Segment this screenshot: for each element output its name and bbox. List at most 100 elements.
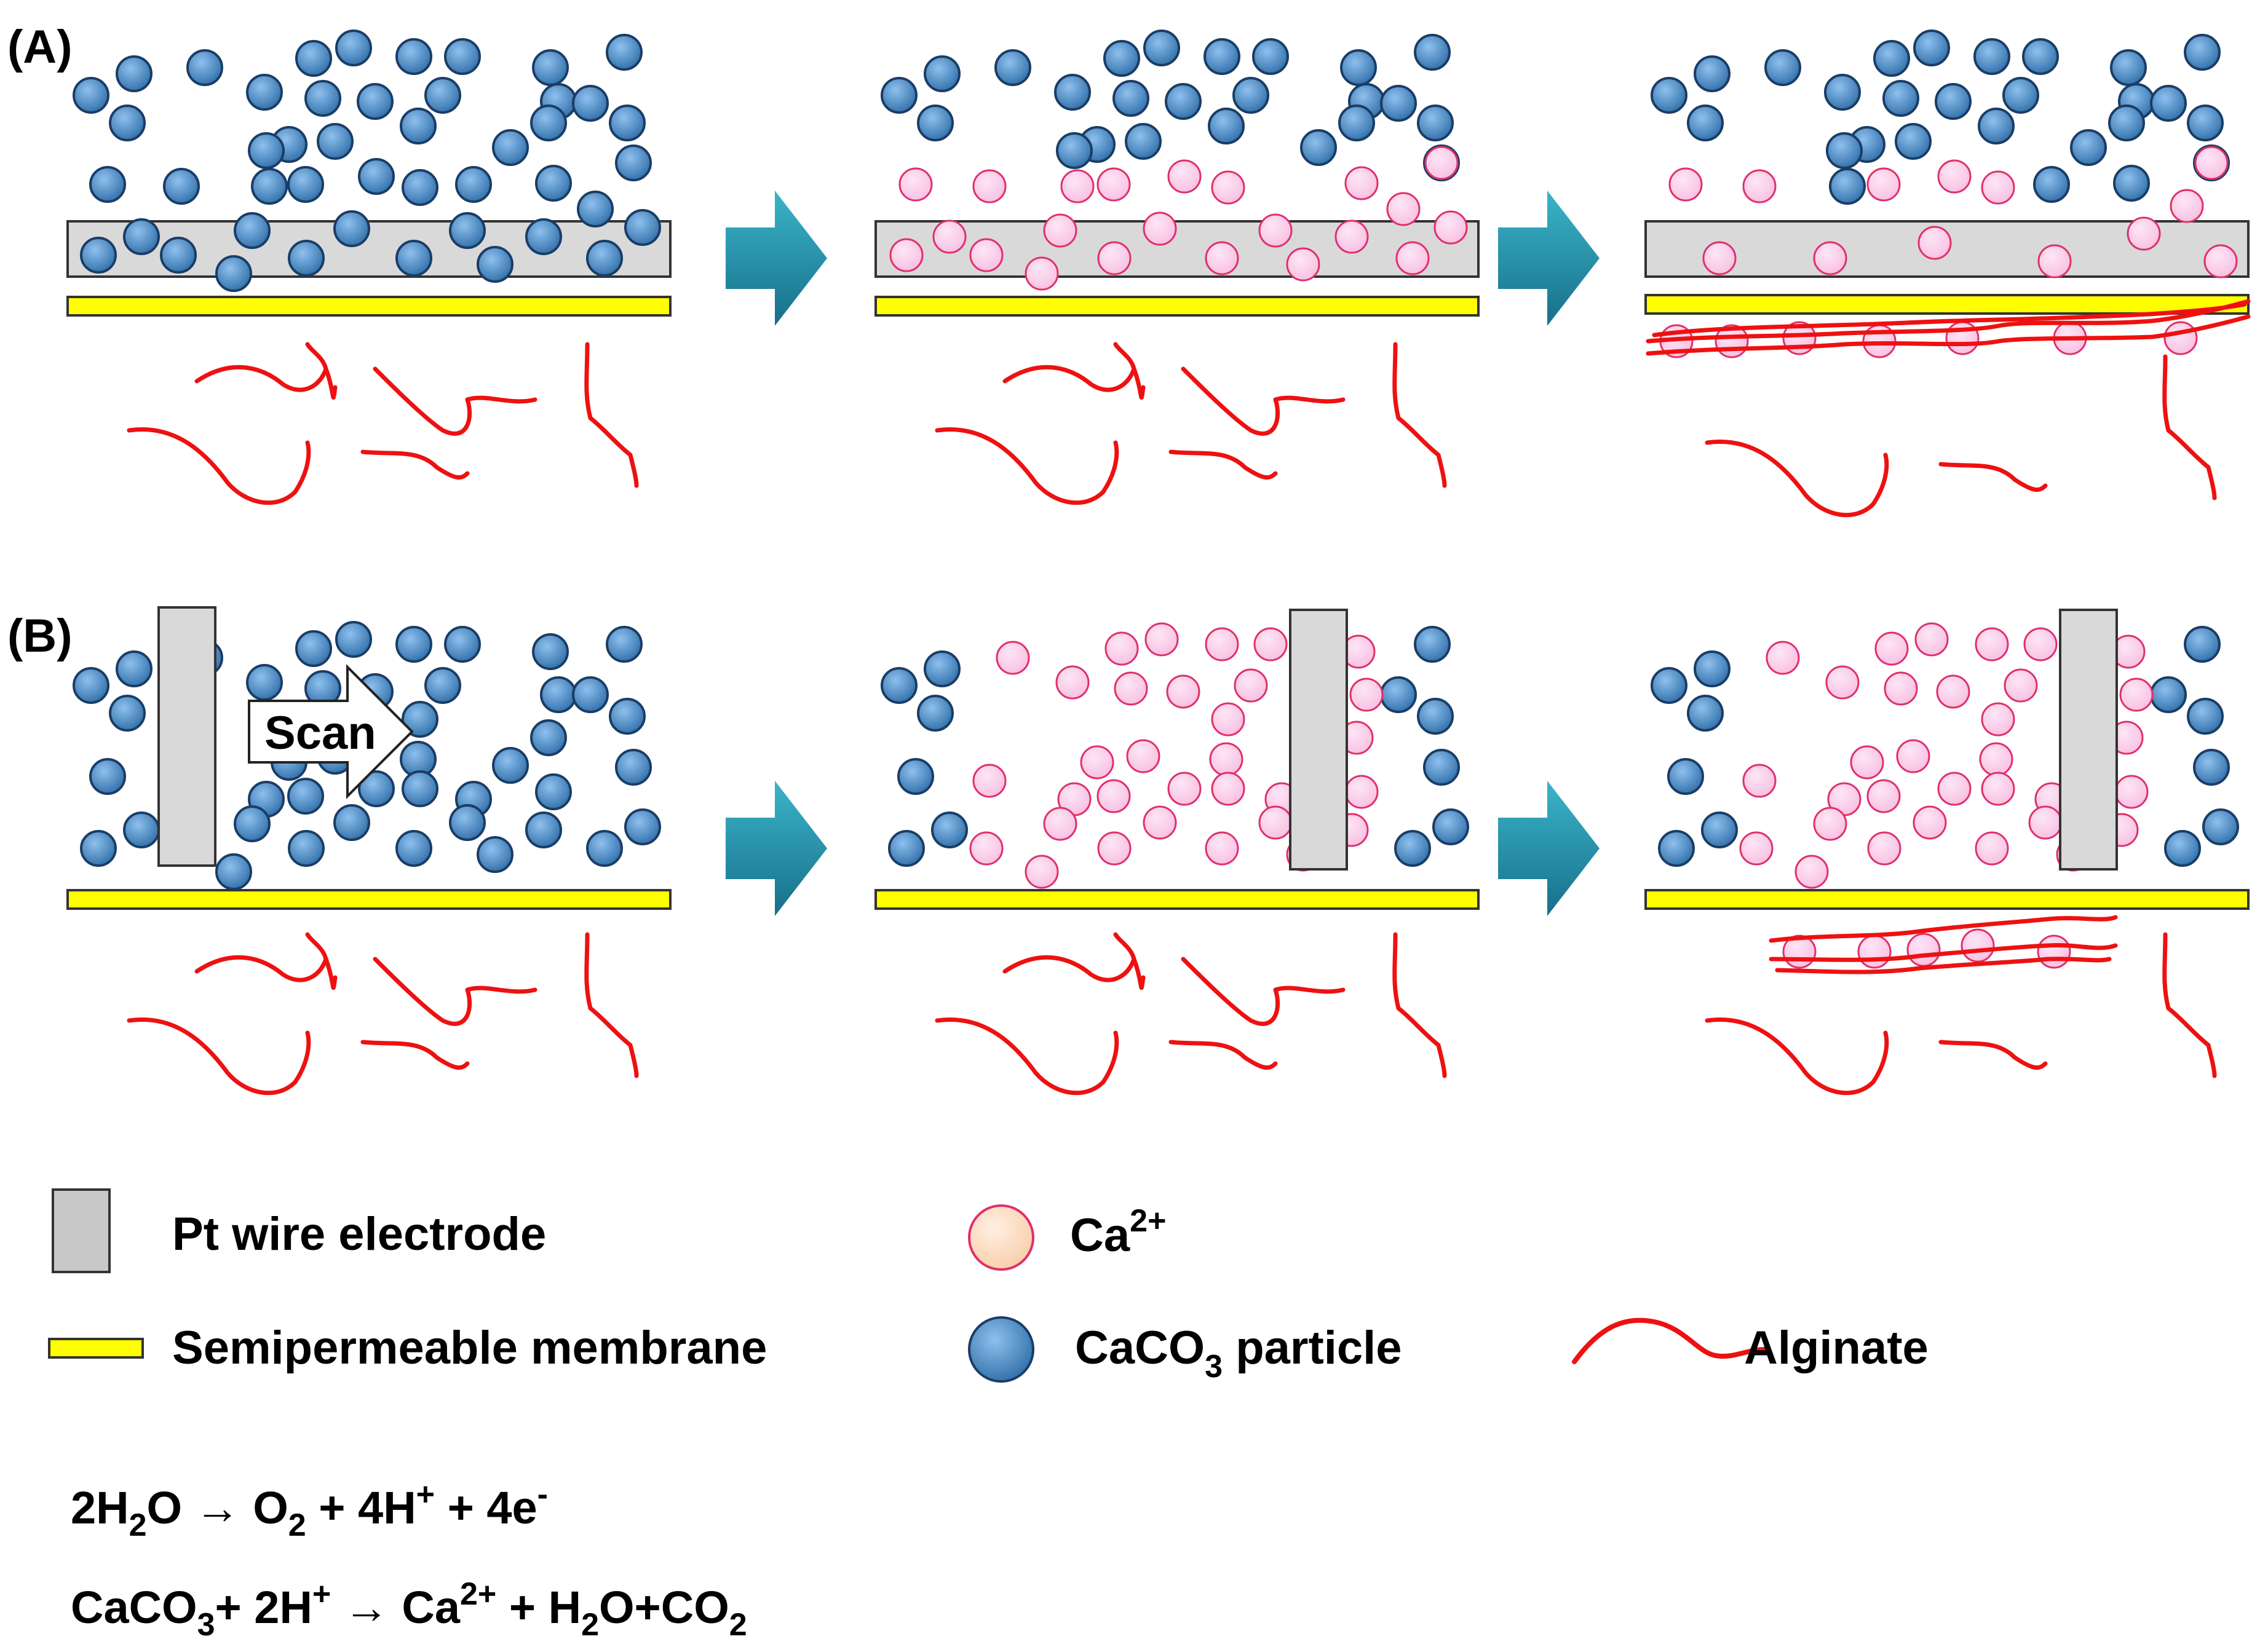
process-arrow-a2 bbox=[1498, 191, 1600, 326]
caco3-particle bbox=[1340, 49, 1377, 86]
caco3-particle bbox=[881, 667, 918, 704]
caco3-particle bbox=[1112, 80, 1149, 117]
alginate-chain bbox=[935, 1017, 1119, 1096]
caco3-particle bbox=[931, 812, 968, 848]
eq1-sub1: 2 bbox=[129, 1507, 147, 1543]
ca-ion bbox=[1334, 219, 1369, 254]
caco3-particle bbox=[358, 770, 395, 807]
caco3-particle bbox=[615, 749, 652, 786]
caco3-particle bbox=[89, 758, 126, 795]
caco3-particle bbox=[123, 812, 160, 848]
caco3-particle bbox=[532, 633, 569, 670]
membrane-b1 bbox=[66, 889, 672, 910]
caco3-particle bbox=[1103, 40, 1140, 77]
caco3-particle bbox=[1252, 38, 1289, 75]
caco3-particle bbox=[215, 255, 252, 292]
alginate-chain bbox=[935, 427, 1119, 505]
alginate-chain bbox=[194, 932, 338, 990]
ca-ion bbox=[1144, 622, 1179, 657]
caco3-particle bbox=[606, 34, 643, 71]
ca-ion bbox=[1043, 807, 1077, 841]
ca-ion bbox=[1080, 745, 1114, 780]
caco3-particle bbox=[80, 237, 117, 274]
eq2-part1: CaCO bbox=[71, 1582, 197, 1633]
alginate-chain bbox=[1181, 957, 1346, 1026]
ca-ion bbox=[1896, 739, 1930, 773]
caco3-particle bbox=[1417, 105, 1454, 141]
ca-ion bbox=[1937, 772, 1972, 806]
ca-ion bbox=[1433, 210, 1468, 245]
ca-ion bbox=[1917, 226, 1952, 260]
ca-ion bbox=[1096, 779, 1131, 813]
caco3-particle bbox=[535, 165, 572, 202]
ca-ion bbox=[1097, 241, 1132, 275]
caco3-particle bbox=[80, 830, 117, 867]
ca-ion bbox=[2127, 216, 2161, 251]
caco3-particle bbox=[424, 77, 461, 114]
caco3-particle bbox=[2070, 129, 2107, 166]
alginate-chain bbox=[1705, 440, 1889, 518]
caco3-particle bbox=[73, 77, 109, 114]
caco3-particle bbox=[1056, 132, 1093, 169]
caco3-particle bbox=[1764, 49, 1801, 86]
caco3-particle bbox=[317, 123, 354, 160]
caco3-particle bbox=[402, 169, 438, 206]
caco3-particle bbox=[109, 105, 146, 141]
ca-ion bbox=[1766, 641, 1800, 675]
ca-ion bbox=[1424, 146, 1459, 180]
ca-ion bbox=[932, 219, 967, 254]
ca-ion bbox=[898, 167, 933, 202]
ca-ion bbox=[1143, 805, 1177, 840]
caco3-particle bbox=[525, 218, 562, 255]
alginate-chain bbox=[1392, 932, 1447, 1078]
alginate-chain bbox=[1938, 1040, 2048, 1070]
ca-ion bbox=[1234, 668, 1268, 703]
legend-alginate-swatch bbox=[1572, 1317, 1767, 1364]
panel-a-label: (A) bbox=[7, 21, 73, 73]
eq1-sub2: 2 bbox=[288, 1507, 306, 1543]
ca-ion bbox=[972, 764, 1007, 798]
caco3-particle bbox=[2022, 38, 2059, 75]
caco3-particle bbox=[73, 667, 109, 704]
pt-wire-electrode-b3 bbox=[2059, 609, 2118, 871]
caco3-particle bbox=[1380, 676, 1417, 713]
caco3-particle bbox=[358, 158, 395, 195]
equation-2: CaCO3+ 2H+ → Ca2+ + H2O+CO2 bbox=[71, 1576, 747, 1643]
caco3-particle bbox=[395, 626, 432, 663]
caco3-particle bbox=[1054, 74, 1091, 111]
ca-ion bbox=[2163, 321, 2198, 355]
caco3-particle bbox=[163, 168, 200, 205]
ca-ion bbox=[1739, 831, 1774, 866]
panel-b-label: (B) bbox=[7, 610, 73, 662]
membrane-b2 bbox=[874, 889, 1480, 910]
caco3-particle bbox=[123, 218, 160, 255]
caco3-particle bbox=[1826, 132, 1863, 169]
ca-ion bbox=[2023, 627, 2058, 662]
eq2-sup2: 2+ bbox=[460, 1576, 496, 1612]
caco3-particle bbox=[2002, 77, 2039, 114]
caco3-particle bbox=[402, 770, 438, 807]
caco3-particle bbox=[1895, 123, 1932, 160]
caco3-particle bbox=[1667, 758, 1704, 795]
caco3-particle bbox=[1143, 30, 1180, 66]
caco3-particle bbox=[2033, 166, 2070, 203]
caco3-particle bbox=[1338, 105, 1375, 141]
caco3-particle bbox=[477, 836, 513, 873]
legend: Pt wire electrode Semipermeable membrane… bbox=[48, 1188, 1929, 1384]
ca-ion bbox=[1055, 665, 1090, 700]
legend-electrode-swatch bbox=[52, 1188, 111, 1273]
caco3-particle bbox=[395, 830, 432, 867]
ca-ion bbox=[1258, 213, 1293, 248]
ca-ion bbox=[1906, 933, 1941, 967]
caco3-particle bbox=[2187, 105, 2224, 141]
membrane-a1 bbox=[66, 296, 672, 317]
caco3-particle bbox=[624, 209, 661, 246]
caco3-particle bbox=[246, 664, 283, 701]
caco3-particle bbox=[1203, 38, 1240, 75]
alginate-chain bbox=[1646, 299, 2251, 356]
caco3-particle bbox=[2193, 749, 2230, 786]
caco3-particle bbox=[2110, 49, 2147, 86]
caco3-particle bbox=[1414, 626, 1451, 663]
caco3-particle bbox=[248, 132, 285, 169]
caco3-particle bbox=[116, 650, 153, 687]
